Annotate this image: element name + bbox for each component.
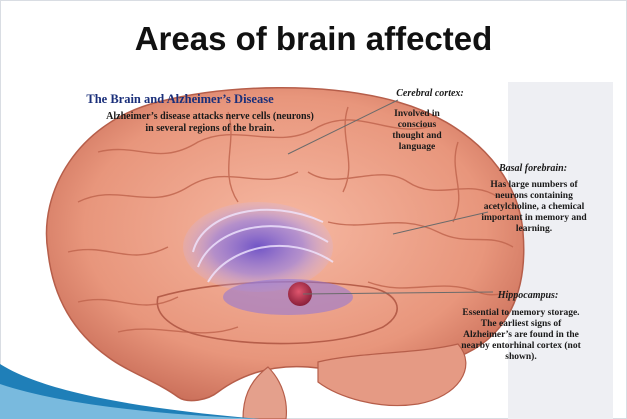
figure-subtitle: Alzheimer’s disease attacks nerve cells … <box>105 111 315 134</box>
label-hippocampus: Hippocampus: <box>478 290 578 302</box>
desc-basal-forebrain: Has large numbers of neurons containing … <box>476 180 592 235</box>
hippocampus-glow <box>223 279 353 315</box>
slide-corner-accent <box>0 359 260 419</box>
desc-hippocampus: Essential to memory storage. The earlies… <box>458 308 584 363</box>
label-basal-forebrain: Basal forebrain: <box>478 163 588 175</box>
basal-region-glow <box>183 202 333 292</box>
label-cerebral-cortex: Cerebral cortex: <box>380 88 480 100</box>
slide-title: Areas of brain affected <box>0 20 627 58</box>
desc-cerebral-cortex: Involved in conscious thought and langua… <box>382 109 452 153</box>
figure-title: The Brain and Alzheimer’s Disease <box>70 92 290 106</box>
